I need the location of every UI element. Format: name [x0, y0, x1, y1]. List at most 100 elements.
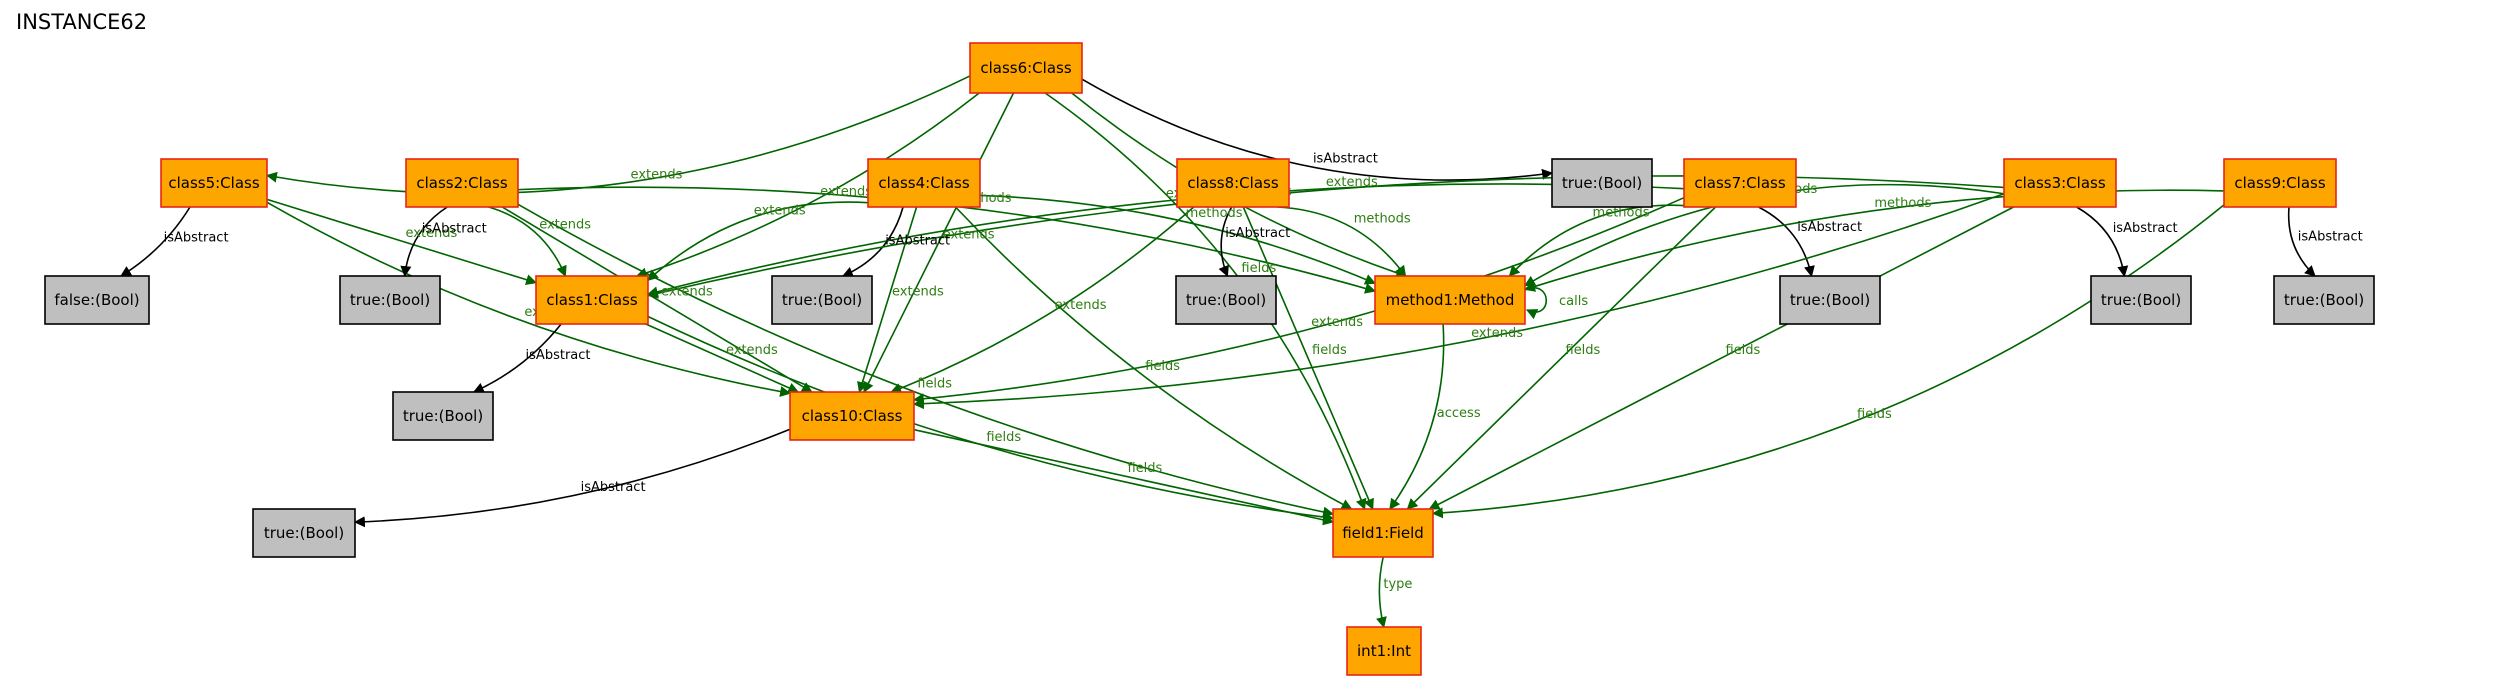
- node-box-class2: [405, 158, 519, 208]
- edge-label-fields: fields: [1145, 359, 1180, 374]
- node-box-class3: [2003, 158, 2117, 208]
- edge-label-methods: methods: [1874, 196, 1931, 211]
- edge-label-isabstract: isAbstract: [2298, 230, 2363, 245]
- edge-class8-field1: [1242, 206, 1374, 511]
- node-box-method1: [1374, 275, 1526, 325]
- edge-labels-layer: extends extends extends methods isAbstract fi…: [164, 151, 2363, 592]
- edge-class7-class10: [912, 196, 1685, 405]
- node-box-int1: [1346, 626, 1422, 676]
- node-b_c6: true:(Bool): [1551, 158, 1653, 208]
- edge-class7-class1: [646, 183, 1685, 298]
- edge-label-extends: extends: [726, 343, 778, 358]
- edge-label-isabstract: isAbstract: [1225, 226, 1290, 241]
- edge-label-methods: methods: [1186, 206, 1243, 221]
- edge-label-extends: extends: [631, 168, 683, 183]
- edge-label-fields: fields: [1566, 343, 1601, 358]
- node-label-class2: class2:Class: [416, 174, 507, 192]
- node-label-b_c5: false:(Bool): [54, 291, 139, 309]
- edge-class5-class10: [266, 201, 792, 397]
- edge-class7-method1: [1508, 204, 1685, 277]
- node-label-b_c2: true:(Bool): [350, 291, 430, 309]
- node-label-class6: class6:Class: [980, 59, 1071, 77]
- node-label-b_c3: true:(Bool): [2101, 291, 2181, 309]
- node-box-b_c1: [392, 391, 494, 441]
- node-class3: class3:Class: [2003, 158, 2117, 208]
- edge-label-methods: methods: [1354, 211, 1411, 226]
- edge-label-extends: extends: [1311, 315, 1363, 330]
- edge-class4-b_c4: [841, 206, 904, 278]
- node-b_c10: true:(Bool): [252, 508, 356, 558]
- nodes-layer: class6:Class class5:Class class2:Class clas…: [44, 42, 2375, 676]
- edge-label-extends: extends: [943, 228, 995, 243]
- edge-label-extends: extends: [1055, 298, 1107, 313]
- edge-label-isabstract: isAbstract: [164, 231, 229, 246]
- edge-class7-field1: [1406, 206, 1717, 510]
- edge-label-fields: fields: [1128, 461, 1163, 476]
- edge-class9-method1: [1523, 189, 2225, 292]
- node-box-class9: [2223, 158, 2337, 208]
- node-box-b_c9: [2273, 275, 2375, 325]
- edge-label-isabstract: isAbstract: [1313, 151, 1378, 166]
- edge-label-extends: extends: [892, 285, 944, 300]
- node-box-b_c8: [1175, 275, 1277, 325]
- node-box-field1: [1332, 508, 1434, 558]
- node-box-b_c2: [339, 275, 441, 325]
- node-label-b_c1: true:(Bool): [403, 407, 483, 425]
- edge-class6-class1: [635, 92, 980, 279]
- edge-label-type: type: [1383, 577, 1412, 592]
- node-b_c1: true:(Bool): [392, 391, 494, 441]
- node-box-class5: [160, 158, 268, 208]
- node-box-class7: [1683, 158, 1797, 208]
- node-label-b_c4: true:(Bool): [782, 291, 862, 309]
- node-class9: class9:Class: [2223, 158, 2337, 208]
- edge-class10-b_c10: [353, 428, 791, 528]
- node-box-class4: [867, 158, 981, 208]
- node-box-b_c10: [252, 508, 356, 558]
- edge-class2-b_c2: [400, 206, 448, 278]
- edge-class8-class10: [890, 206, 1195, 394]
- node-b_c2: true:(Bool): [339, 275, 441, 325]
- edge-label-methods: methods: [1593, 205, 1650, 220]
- node-class2: class2:Class: [405, 158, 519, 208]
- node-label-class7: class7:Class: [1694, 174, 1785, 192]
- edge-class6-b_c6: [1081, 78, 1554, 181]
- node-b_c3: true:(Bool): [2090, 275, 2192, 325]
- node-label-class9: class9:Class: [2234, 174, 2325, 192]
- edge-label-fields: fields: [986, 430, 1021, 445]
- edge-class4-class1: [647, 201, 869, 282]
- node-box-b_c7: [1779, 275, 1881, 325]
- node-box-class6: [969, 42, 1083, 94]
- edge-label-isabstract: isAbstract: [2113, 221, 2178, 236]
- edge-method1-field1: [1389, 323, 1445, 510]
- edge-label-extends: extends: [406, 226, 458, 241]
- node-class7: class7:Class: [1683, 158, 1797, 208]
- node-box-class10: [789, 391, 915, 441]
- edge-class10-field1: [913, 428, 1335, 526]
- node-label-b_c9: true:(Bool): [2284, 291, 2364, 309]
- node-b_c8: true:(Bool): [1175, 275, 1277, 325]
- node-label-class4: class4:Class: [878, 174, 969, 192]
- edge-class3-class10: [912, 193, 2005, 410]
- edge-label-fields: fields: [1312, 343, 1347, 358]
- edge-class7-b_c7: [1758, 206, 1815, 278]
- edge-label-isabstract: isAbstract: [526, 348, 591, 363]
- edge-label-extends: extends: [1471, 326, 1523, 341]
- node-class6: class6:Class: [969, 42, 1083, 94]
- node-class1: class1:Class: [535, 275, 649, 325]
- edge-label-fields: fields: [917, 376, 952, 391]
- edge-method1-method1: [1524, 287, 1547, 320]
- node-box-b_c3: [2090, 275, 2192, 325]
- edge-label-extends: extends: [539, 217, 591, 232]
- node-class5: class5:Class: [160, 158, 268, 208]
- node-label-class5: class5:Class: [168, 174, 259, 192]
- node-class10: class10:Class: [789, 391, 915, 441]
- node-label-b_c10: true:(Bool): [264, 524, 344, 542]
- node-box-b_c6: [1551, 158, 1653, 208]
- edge-label-extends: extends: [754, 203, 806, 218]
- node-box-class1: [535, 275, 649, 325]
- node-b_c7: true:(Bool): [1779, 275, 1881, 325]
- edge-class6-class10: [863, 92, 1015, 393]
- edge-label-isabstract: isAbstract: [422, 221, 487, 236]
- node-box-b_c4: [771, 275, 873, 325]
- node-box-class8: [1176, 158, 1290, 208]
